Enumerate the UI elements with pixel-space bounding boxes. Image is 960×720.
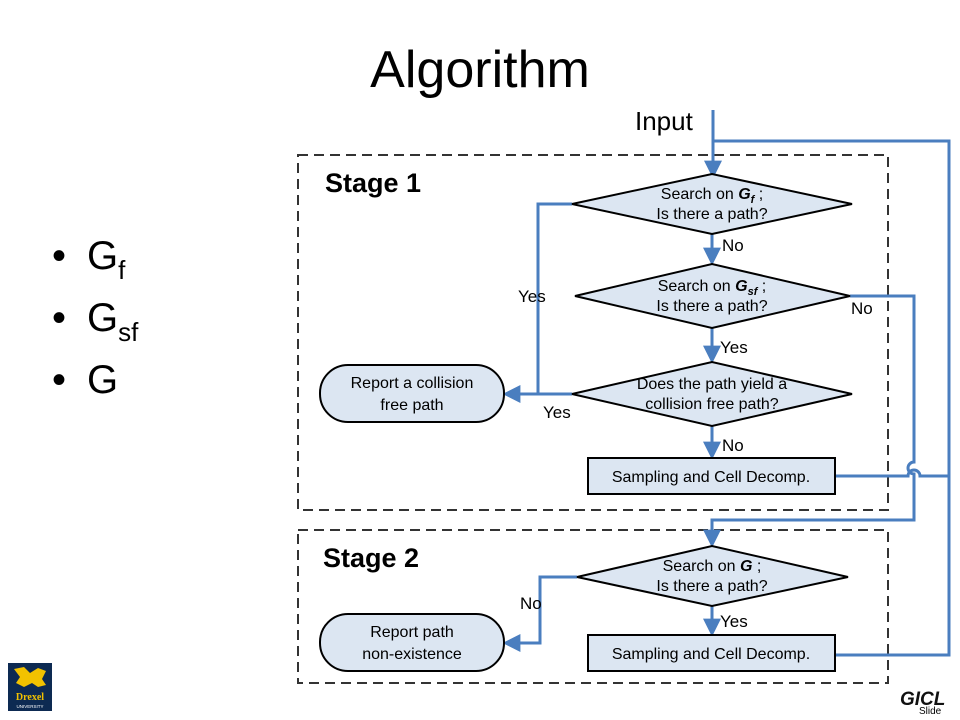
sampling-box-stage1 <box>587 457 836 495</box>
input-bypass-line <box>713 139 951 657</box>
label-d1-no: No <box>722 236 744 255</box>
stage2-box <box>297 529 889 684</box>
bullet-item: Gf <box>52 236 138 298</box>
d1-yes-line <box>536 202 572 393</box>
sampling2-text: Sampling and Cell Decomp. <box>612 646 810 663</box>
gicl-logo: GICL <box>900 689 945 708</box>
stage1-label: Stage 1 <box>325 168 421 198</box>
sampling-box-stage2 <box>587 634 836 672</box>
report-nonexist-line1: Report path <box>370 624 454 641</box>
label-d3-yes: Yes <box>543 403 571 422</box>
d2-no-line <box>703 294 916 548</box>
decision1-line1: Search on Gf ; <box>661 186 763 206</box>
d4-no-line <box>502 575 577 652</box>
bullet-list: Gf Gsf G <box>52 236 138 422</box>
slide-title: Algorithm <box>370 41 590 99</box>
label-d4-yes: Yes <box>720 612 748 631</box>
decision-search-gsf <box>574 262 851 330</box>
decision-collision-free <box>571 360 853 428</box>
decision-search-gf <box>571 172 853 236</box>
input-label: Input <box>635 106 694 136</box>
label-d3-no: No <box>722 436 744 455</box>
stage2-label: Stage 2 <box>323 543 419 573</box>
sampling1-text: Sampling and Cell Decomp. <box>612 469 810 486</box>
label-d4-no: No <box>520 594 542 613</box>
label-d2-no: No <box>851 299 873 318</box>
slide-footer-label: Slide <box>919 706 942 717</box>
decision1-line2: Is there a path? <box>656 206 767 223</box>
decision-search-g <box>576 544 849 608</box>
decision4-line1: Search on G ; <box>663 558 762 575</box>
label-d1-yes: Yes <box>518 287 546 306</box>
report-collision-line1: Report a collision <box>351 375 474 392</box>
report-nonexist-line2: non-existence <box>362 646 462 663</box>
svg-text:Drexel: Drexel <box>16 692 44 703</box>
stage1-box <box>297 154 889 511</box>
decision2-line1: Search on Gsf ; <box>658 278 767 298</box>
label-d2-yes: Yes <box>720 338 748 357</box>
svg-text:UNIVERSITY: UNIVERSITY <box>16 704 43 709</box>
bullet-item: Gsf <box>52 298 138 360</box>
report-collision-free-box <box>319 364 505 423</box>
decision2-line2: Is there a path? <box>656 298 767 315</box>
bullet-item: G <box>52 360 138 422</box>
decision4-line2: Is there a path? <box>656 578 767 595</box>
drexel-logo: Drexel UNIVERSITY <box>8 663 52 711</box>
sampling1-out-line <box>836 468 949 478</box>
report-nonexistence-box <box>319 613 505 672</box>
svg-text:GICL: GICL <box>900 689 945 708</box>
report-collision-line2: free path <box>380 397 443 414</box>
decision3-line1: Does the path yield a <box>637 376 787 393</box>
decision3-line2: collision free path? <box>645 396 779 413</box>
